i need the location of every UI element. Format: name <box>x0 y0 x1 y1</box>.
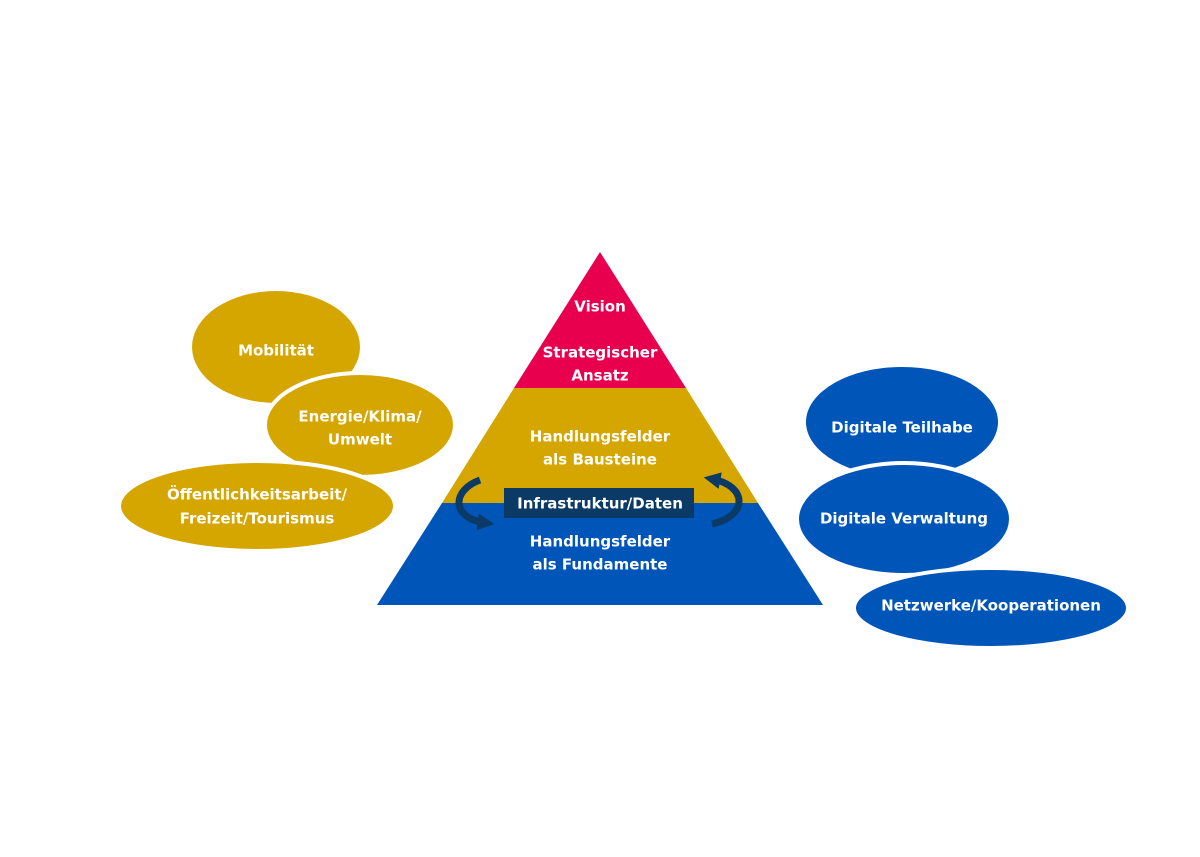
ellipse-netzwerke <box>852 566 1130 650</box>
pyramid-top-layer <box>514 252 686 388</box>
pyramid-vision-label: Vision <box>574 298 626 316</box>
oeffentlichkeit-label-line1: Öffentlichkeitsarbeit/ <box>167 485 348 504</box>
pyramid-strategic-label-line1: Strategischer <box>543 344 658 362</box>
oeffentlichkeit-label-line2: Freizeit/Tourismus <box>180 510 335 528</box>
energie-label-line2: Umwelt <box>328 431 392 449</box>
ellipse-oeffentlichkeit <box>117 459 397 553</box>
infrastructure-label: Infrastruktur/Daten <box>517 495 683 513</box>
pyramid-strategic-label-line2: Ansatz <box>571 367 629 385</box>
pyramid-middle-layer <box>442 388 758 503</box>
ellipse-mobilitaet <box>192 291 360 403</box>
pyramid-bottom-layer <box>377 503 823 605</box>
pyramid-bottom-label-line2: als Fundamente <box>533 556 668 574</box>
pyramid-middle-label-line1: Handlungsfelder <box>530 428 671 446</box>
mobilitaet-label: Mobilität <box>238 342 314 360</box>
infrastructure-box <box>504 488 694 518</box>
ellipse-digitale-verwaltung <box>795 461 1013 577</box>
energie-label-line1: Energie/Klima/ <box>298 408 422 426</box>
cycle-arrow-left-icon <box>455 476 495 531</box>
netzwerke-label: Netzwerke/Kooperationen <box>881 597 1101 615</box>
digitale-verwaltung-label: Digitale Verwaltung <box>820 510 988 528</box>
digitale-teilhabe-label: Digitale Teilhabe <box>831 419 973 437</box>
ellipse-digitale-teilhabe <box>806 367 998 477</box>
pyramid-middle-label-line2: als Bausteine <box>543 451 657 469</box>
cycle-arrow-right-icon <box>703 472 743 528</box>
pyramid-bottom-label-line1: Handlungsfelder <box>530 533 671 551</box>
